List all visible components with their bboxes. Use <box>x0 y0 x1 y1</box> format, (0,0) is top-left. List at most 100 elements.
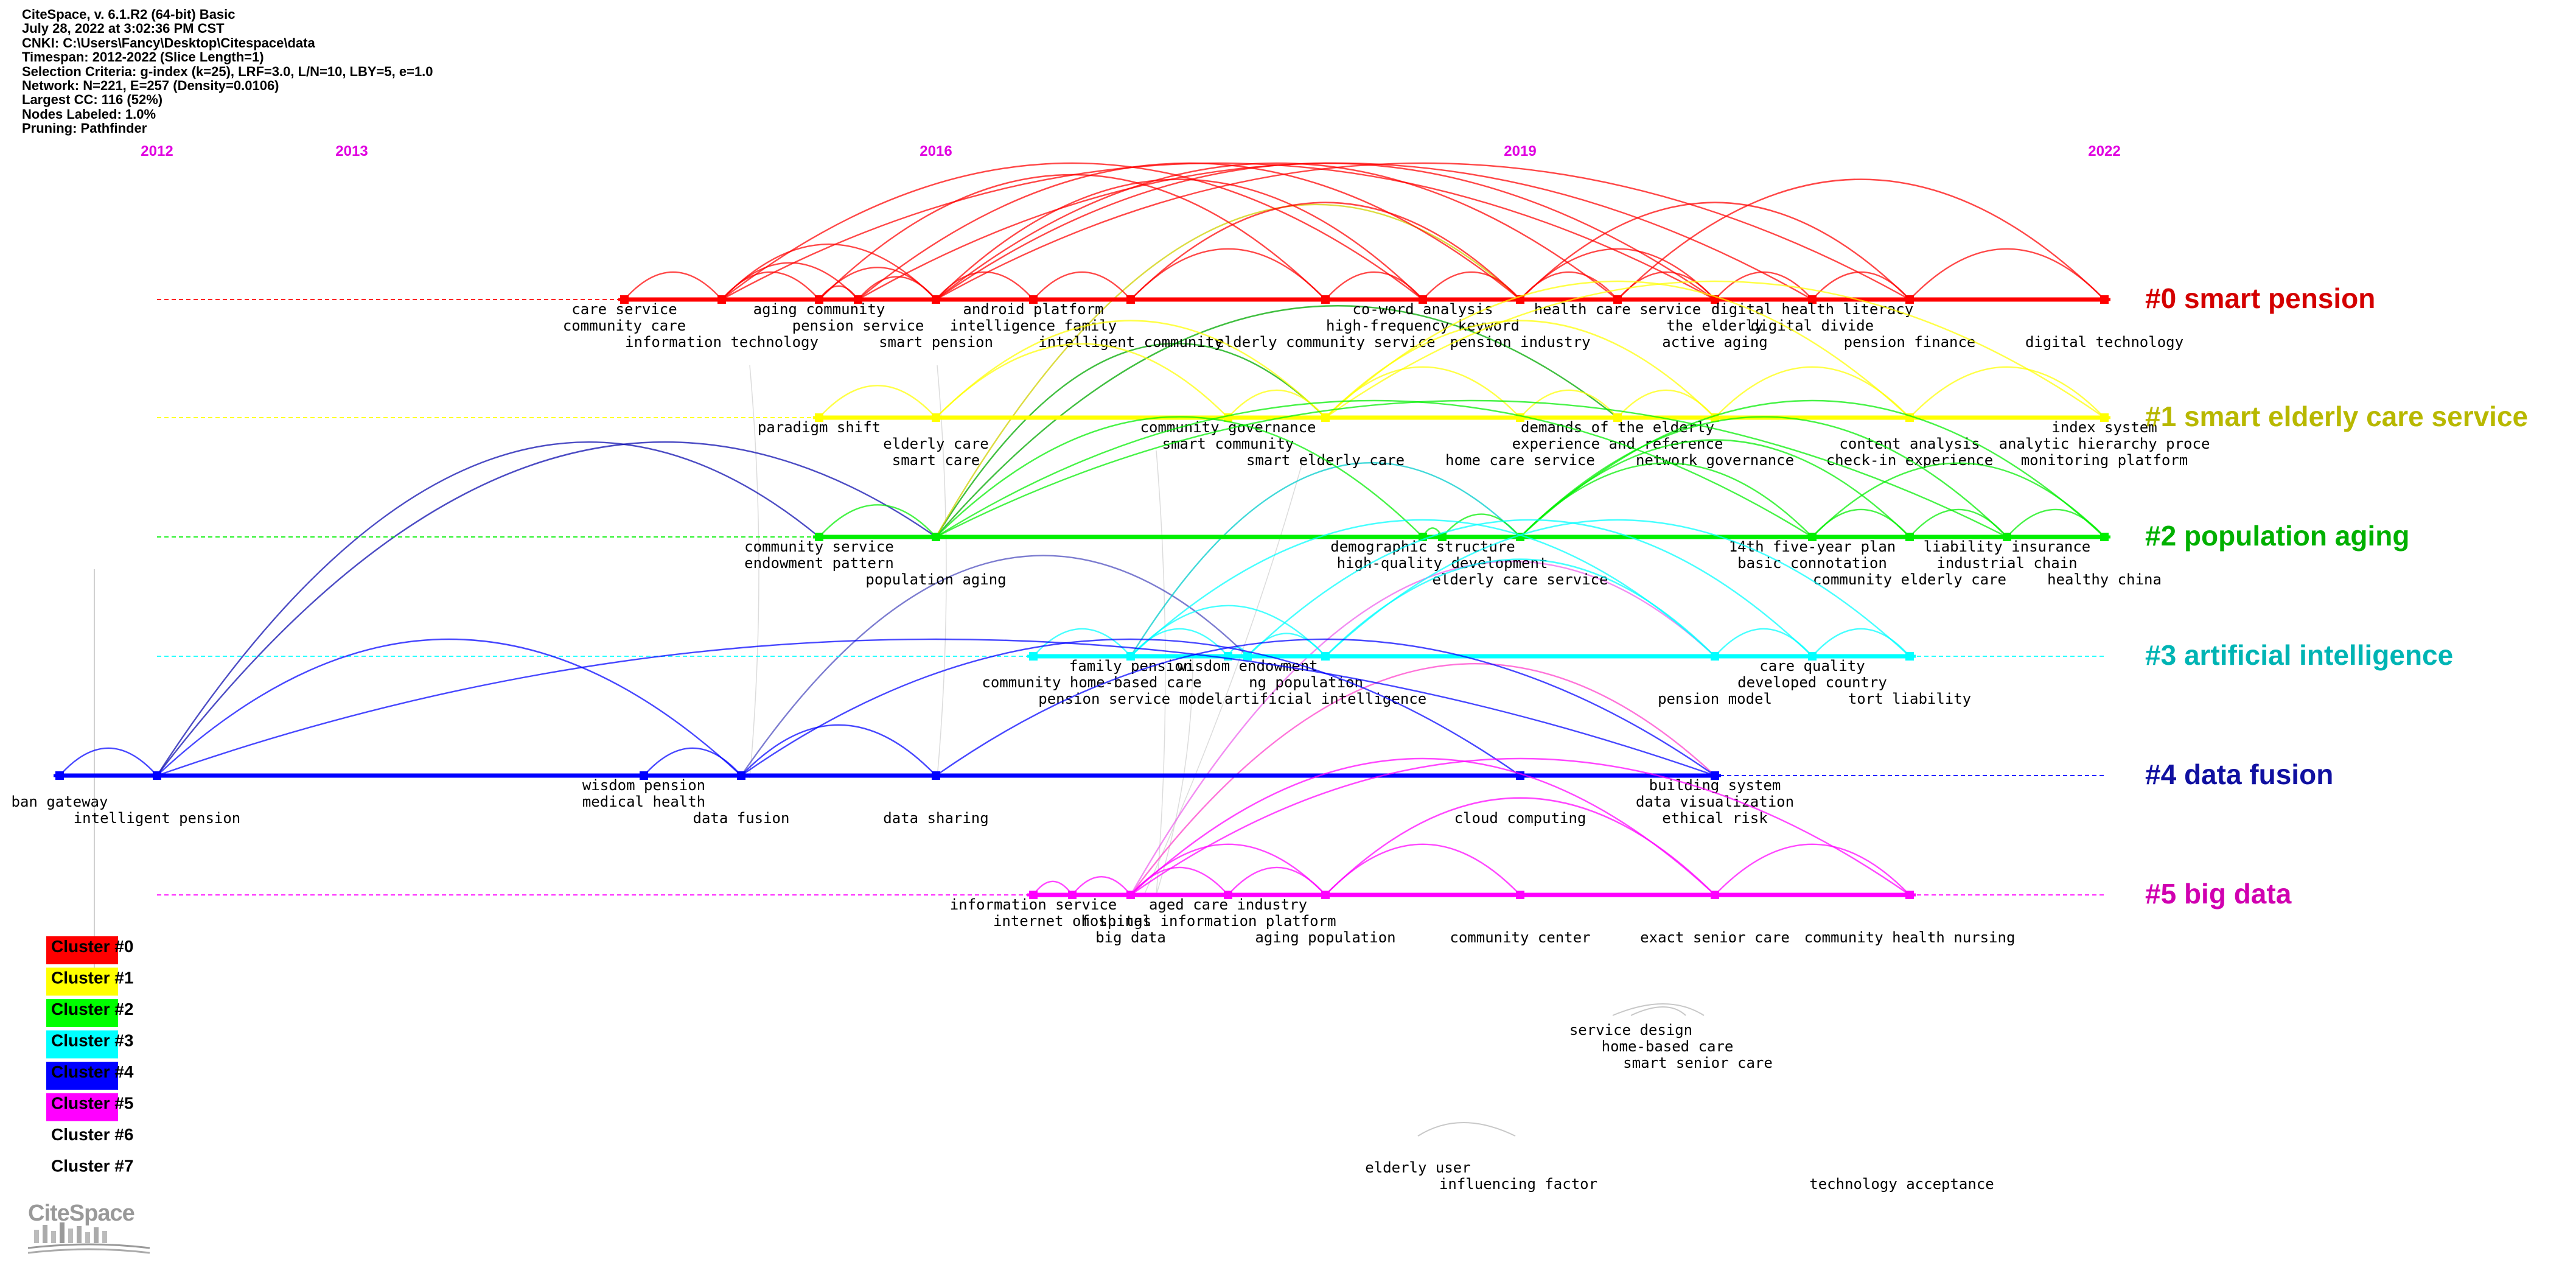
cluster-0-node-4[interactable] <box>930 295 942 304</box>
legend-swatch-4 <box>46 1062 118 1090</box>
cluster-3-node-4[interactable] <box>1319 652 1332 661</box>
cluster-3-node-6[interactable] <box>1806 652 1818 661</box>
cluster-2-node-0[interactable] <box>813 533 825 541</box>
cluster-0-node-10[interactable] <box>1611 295 1624 304</box>
cluster-3-node-0[interactable] <box>1027 652 1039 661</box>
meta-line-selection: Selection Criteria: g-index (k=25), LRF=… <box>22 63 433 79</box>
meta-line-largest-cc: Largest CC: 116 (52%) <box>22 92 163 108</box>
background-link-0 <box>749 365 759 779</box>
cluster-0-link-0 <box>624 271 722 300</box>
cluster-0-node-1[interactable] <box>716 295 728 304</box>
cluster-3-node-3[interactable] <box>1241 652 1254 661</box>
cluster-4-node-4[interactable] <box>930 771 942 780</box>
extra-group-1-keyword-1: influencing factor <box>1439 1176 1597 1193</box>
cluster-4-link-6 <box>935 638 1716 776</box>
cluster-2-link-2 <box>935 399 1813 538</box>
meta-line-version: CiteSpace, v. 6.1.R2 (64-bit) Basic <box>22 7 236 22</box>
cluster-4-node-0[interactable] <box>54 771 66 780</box>
cluster-0-node-12[interactable] <box>1806 295 1818 304</box>
cluster-0-node-5[interactable] <box>1027 295 1039 304</box>
cluster-5-node-4[interactable] <box>1319 891 1332 899</box>
cluster-1-keyword-8: home care service <box>1445 452 1595 469</box>
extra-group-1-link <box>1417 1122 1516 1137</box>
cluster-3-label[interactable]: #3 artificial intelligence <box>2145 639 2453 671</box>
cluster-3-node-7[interactable] <box>1904 652 1916 661</box>
cluster-0-node-3[interactable] <box>852 295 864 304</box>
cluster-2-label[interactable]: #2 population aging <box>2145 520 2409 552</box>
cluster-4-link-4 <box>741 724 937 776</box>
cluster-0-node-14[interactable] <box>2098 295 2110 304</box>
cluster-0-node-2[interactable] <box>813 295 825 304</box>
cluster-5-node-7[interactable] <box>1904 891 1916 899</box>
cluster-0-node-13[interactable] <box>1904 295 1916 304</box>
year-label-2019: 2019 <box>1504 143 1536 160</box>
extra-group-0-keyword-0: service design <box>1569 1022 1692 1039</box>
cluster-5-node-0[interactable] <box>1027 891 1039 899</box>
cluster-0-link-10 <box>857 162 1813 301</box>
cluster-5-label[interactable]: #5 big data <box>2145 878 2292 910</box>
cluster-0-node-0[interactable] <box>618 295 630 304</box>
cluster-1-node-8[interactable] <box>2098 413 2110 422</box>
cluster-5-node-3[interactable] <box>1222 891 1234 899</box>
legend-label-7: Cluster #7 <box>51 1157 133 1176</box>
cluster-0-link-8 <box>721 162 1716 301</box>
cluster-5-link-6 <box>1325 843 1521 896</box>
cluster-0-link-17 <box>1033 271 1131 300</box>
cluster-5-node-2[interactable] <box>1125 891 1137 899</box>
meta-line-source: CNKI: C:\Users\Fancy\Desktop\Citespace\d… <box>22 35 315 51</box>
cluster-4-node-3[interactable] <box>735 771 747 780</box>
cluster-4-link-1 <box>156 638 742 776</box>
cluster-1-node-0[interactable] <box>813 413 825 422</box>
legend-swatch-0 <box>46 936 118 964</box>
cluster-2-keyword-0: community service <box>744 538 894 555</box>
cluster-3-node-1[interactable] <box>1125 652 1137 661</box>
cluster-0-node-6[interactable] <box>1125 295 1137 304</box>
cluster-2-keyword-1: endowment pattern <box>744 555 894 572</box>
cluster-4-keyword-6: cloud computing <box>1454 810 1586 827</box>
cluster-1-link-8 <box>1617 389 1716 418</box>
cluster-4-label[interactable]: #4 data fusion <box>2145 759 2333 790</box>
cluster-2-keyword-2: population aging <box>865 571 1006 588</box>
year-label-2013: 2013 <box>335 143 368 160</box>
cluster-1-node-5[interactable] <box>1611 413 1624 422</box>
cluster-2-node-8[interactable] <box>2098 533 2110 541</box>
meta-line-timespan: Timespan: 2012-2022 (Slice Length=1) <box>22 49 264 65</box>
cluster-4-keyword-7: building system <box>1649 777 1781 794</box>
cross-link-6 <box>1129 461 1521 657</box>
cluster-3-keyword-7: developed country <box>1737 674 1887 691</box>
legend-label-2: Cluster #2 <box>51 1000 133 1018</box>
cluster-5-node-5[interactable] <box>1514 891 1526 899</box>
cluster-2-link-10 <box>1909 508 2008 538</box>
cluster-2-keyword-11: healthy china <box>2047 571 2162 588</box>
cluster-5-node-6[interactable] <box>1709 891 1721 899</box>
logo-text: CiteSpace <box>28 1201 135 1226</box>
cluster-2-node-1[interactable] <box>930 533 942 541</box>
cluster-5-keyword-1: internet of things <box>993 913 1151 930</box>
cluster-4-node-2[interactable] <box>638 771 650 780</box>
cluster-1-link-7 <box>1520 389 1618 418</box>
background-link-2 <box>1156 450 1166 896</box>
cluster-2-node-7[interactable] <box>2001 533 2013 541</box>
cluster-0-node-8[interactable] <box>1417 295 1429 304</box>
cluster-0-link-23 <box>1714 271 1813 300</box>
cluster-2-node-3[interactable] <box>1436 533 1448 541</box>
cluster-4-keyword-4: data fusion <box>693 810 790 827</box>
cluster-1-node-1[interactable] <box>930 413 942 422</box>
cluster-2-link-3 <box>935 399 2008 538</box>
cluster-3-node-5[interactable] <box>1709 652 1721 661</box>
cluster-2-node-6[interactable] <box>1904 533 1916 541</box>
cluster-2-keyword-3: demographic structure <box>1330 538 1515 555</box>
cluster-2-link-1 <box>935 416 1423 538</box>
cluster-5-node-1[interactable] <box>1066 891 1078 899</box>
cluster-0-label[interactable]: #0 smart pension <box>2145 282 2375 314</box>
cluster-1-label[interactable]: #1 smart elderly care service <box>2145 401 2528 432</box>
cluster-1-node-3[interactable] <box>1319 413 1332 422</box>
cluster-0-node-7[interactable] <box>1319 295 1332 304</box>
cluster-0-keyword-13: health care service <box>1534 301 1702 318</box>
cluster-0-link-11 <box>935 178 1423 300</box>
cluster-4-node-6[interactable] <box>1709 771 1721 780</box>
cluster-2-node-5[interactable] <box>1806 533 1818 541</box>
cluster-0-keyword-7: intelligence family <box>950 317 1117 334</box>
cluster-4-node-1[interactable] <box>151 771 163 780</box>
